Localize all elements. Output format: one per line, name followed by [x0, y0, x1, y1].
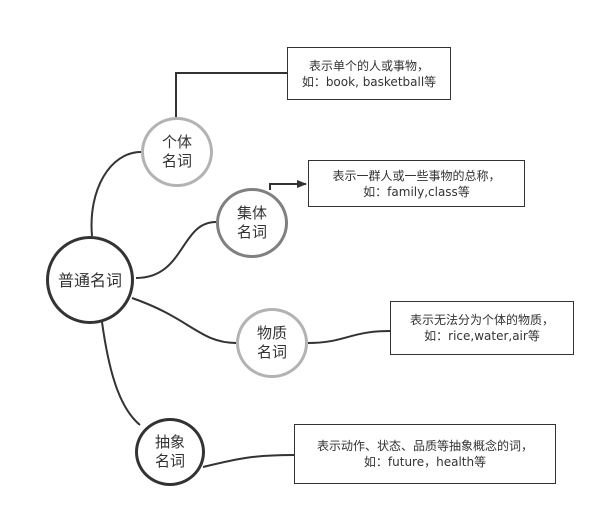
connector-root-individual	[90, 151, 142, 237]
root-node-label: 普通名词	[57, 270, 122, 290]
branch-node-label: 名词	[154, 452, 185, 470]
note-text: 表示无法分为个体的物质，	[409, 313, 554, 327]
branch-node-label: 个体	[161, 133, 192, 151]
branch-node-individual[interactable]: 个体 名词	[141, 117, 213, 187]
connector-individual-note	[175, 72, 287, 117]
note-text: 如：future，health等	[363, 455, 487, 469]
branch-node-label: 抽象	[154, 433, 185, 451]
branch-node-label: 名词	[161, 152, 192, 170]
branch-node-label: 集体	[236, 204, 267, 222]
note-text: 表示动作、状态、品质等抽象概念的词，	[316, 439, 533, 453]
connector-root-abstract	[101, 321, 141, 426]
note-text: 表示单个的人或事物，	[308, 58, 429, 73]
note-box-collective[interactable]: 表示一群人或一些事物的总称， 如：family,class等	[308, 160, 525, 207]
note-text: 表示一群人或一些事物的总称，	[332, 168, 501, 183]
note-text: 如：book, basketball等	[301, 74, 437, 89]
note-text: 如：family,class等	[363, 184, 470, 199]
branch-node-material[interactable]: 物质 名词	[236, 308, 308, 378]
branch-node-abstract[interactable]: 抽象 名词	[135, 418, 205, 486]
connector-root-collective	[135, 221, 217, 279]
connector-collective-note	[269, 180, 307, 190]
branch-node-label: 物质	[256, 324, 287, 342]
note-box-material[interactable]: 表示无法分为个体的物质， 如：rice,water,air等	[390, 301, 574, 355]
connector-abstract-note	[202, 454, 295, 468]
note-box-individual[interactable]: 表示单个的人或事物， 如：book, basketball等	[287, 47, 451, 100]
branch-node-label: 名词	[236, 223, 267, 241]
note-text: 如：rice,water,air等	[424, 329, 540, 343]
connector-material-note	[307, 330, 391, 344]
branch-node-label: 名词	[256, 343, 287, 361]
note-box-abstract[interactable]: 表示动作、状态、品质等抽象概念的词， 如：future，health等	[294, 424, 556, 484]
connector-root-material	[131, 297, 237, 344]
root-node[interactable]: 普通名词	[46, 236, 134, 324]
branch-node-collective[interactable]: 集体 名词	[216, 188, 288, 258]
